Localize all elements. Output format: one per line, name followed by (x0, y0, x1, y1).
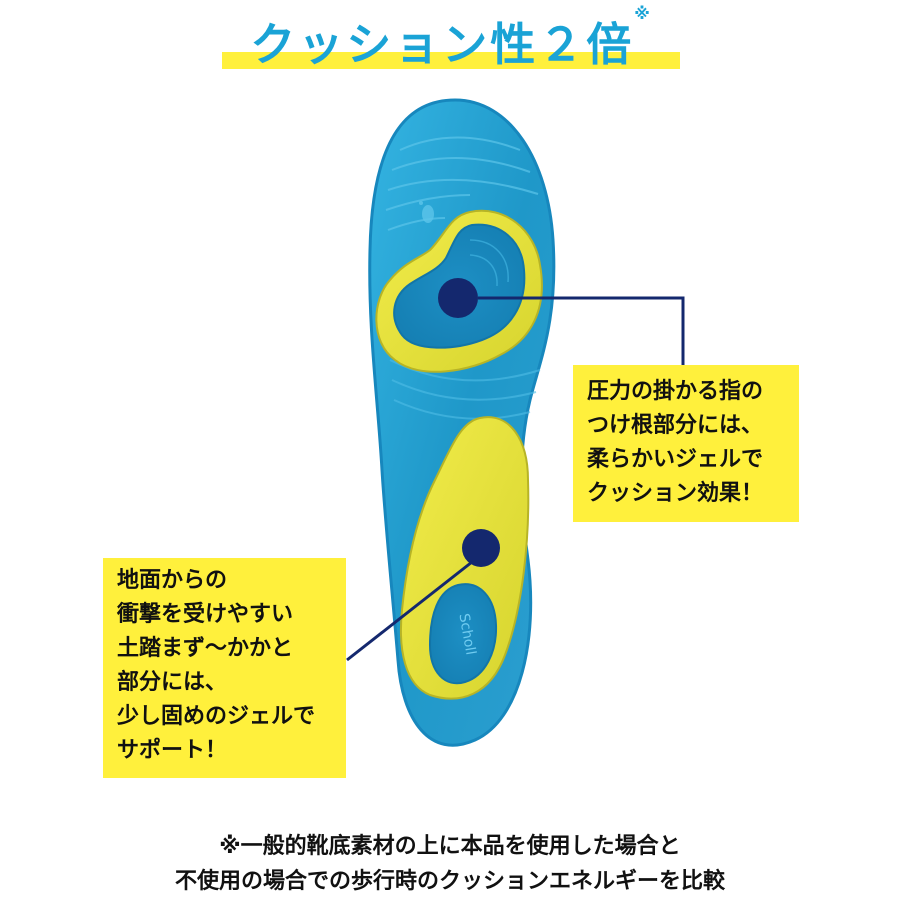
callout-line: 地面からの (117, 568, 228, 593)
heel-gel-pad (428, 583, 498, 685)
footnote-line-2: 不使用の場合での歩行時のクッションエネルギーを比較 (174, 869, 725, 894)
callout-line: 部分には、 (117, 670, 228, 695)
foot-icon (419, 201, 434, 223)
callout-line: サポート！ (117, 738, 228, 763)
heel-callout: 地面からの 衝撃を受けやすい 土踏まず〜かかと 部分には、 少し固めのジェルで … (103, 558, 346, 778)
headline-text: クッション性２倍 (250, 18, 635, 71)
forefoot-marker (438, 278, 685, 366)
toe-ridges (385, 136, 539, 231)
heel-marker (346, 529, 500, 662)
headline: クッション性２倍※ (0, 4, 900, 73)
callout-line: 土踏まず〜かかと (117, 636, 294, 661)
callout-line: 少し固めのジェルで (117, 704, 316, 729)
headline-highlight (222, 52, 680, 69)
headline-mark: ※ (634, 4, 650, 23)
headline-area: クッション性２倍※ (0, 0, 900, 80)
callout-line: 衝撃を受けやすい (117, 602, 294, 627)
forefoot-callout: 圧力の掛かる指の つけ根部分には、 柔らかいジェルで クッション効果！ (573, 365, 799, 522)
callout-line: つけ根部分には、 (587, 413, 764, 438)
insole-logo: Scholl (455, 612, 478, 656)
callout-line: 柔らかいジェルで (587, 447, 764, 472)
callout-line: 圧力の掛かる指の (587, 379, 764, 404)
callout-line: クッション効果！ (587, 481, 764, 506)
footnote-line-1: ※一般的靴底素材の上に本品を使用した場合と (219, 834, 681, 859)
